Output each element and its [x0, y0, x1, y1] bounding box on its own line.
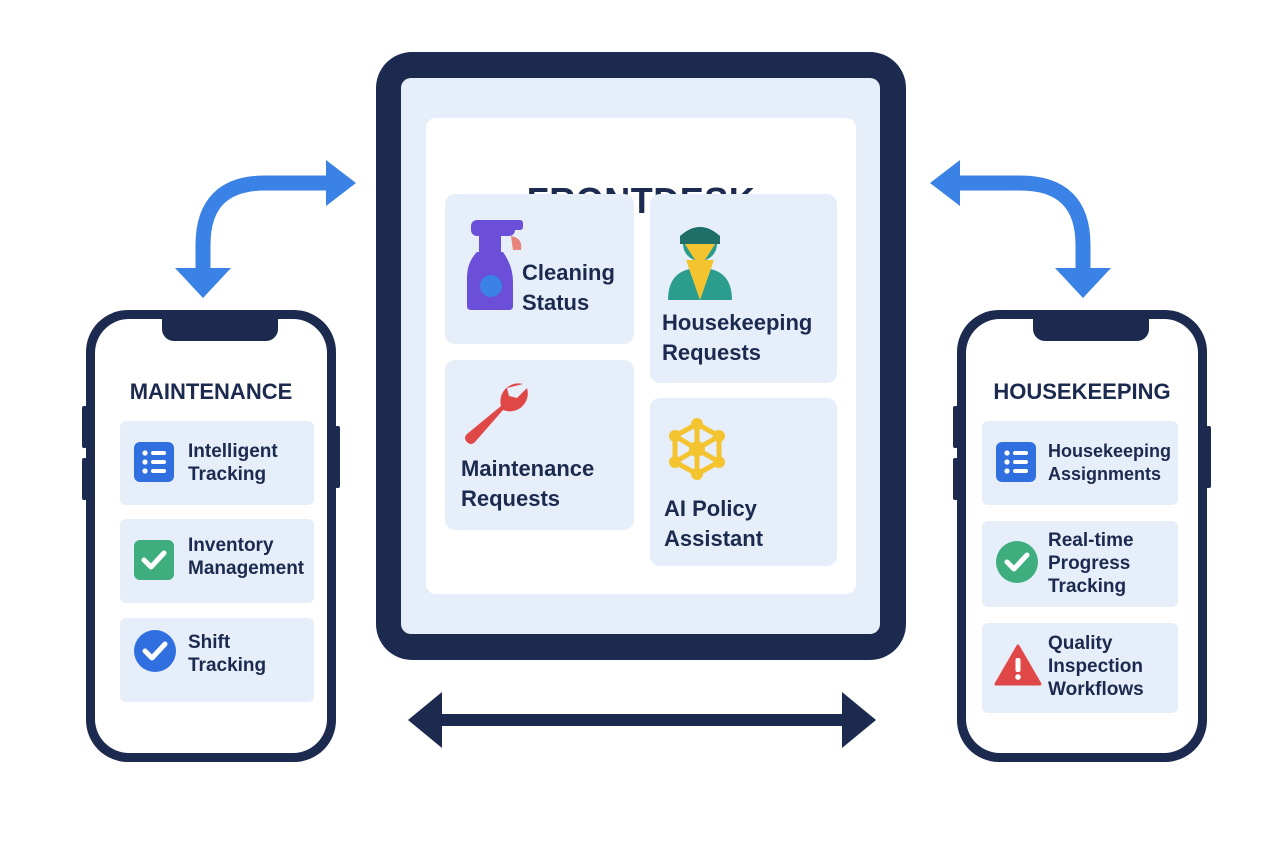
card-label: Real-time Progress Tracking: [1048, 529, 1134, 598]
tile-label: Cleaning Status: [522, 258, 615, 318]
tile-label-line: Cleaning: [522, 260, 615, 285]
card-label-line: Housekeeping: [1048, 441, 1172, 461]
card-shift-tracking[interactable]: Shift Tracking: [120, 618, 314, 702]
housekeeper-icon: [668, 227, 732, 300]
card-label: Housekeeping Assignments: [1048, 440, 1171, 486]
card-label-line: Real-time: [1048, 530, 1134, 551]
frontdesk-tablet: FRONTDESK Cleaning Status: [376, 52, 906, 660]
right-curved-arrow: [930, 160, 1111, 298]
phone-side-button: [953, 406, 958, 448]
card-label-line: Workflows: [1048, 679, 1144, 700]
tile-label-line: Status: [522, 290, 590, 315]
tile-label: AI Policy Assistant: [664, 494, 763, 554]
card-label-line: Tracking: [1048, 576, 1127, 597]
card-inventory-management[interactable]: Inventory Management: [120, 519, 314, 603]
card-label-line: Tracking: [188, 655, 267, 676]
card-label: Intelligent Tracking: [188, 440, 278, 486]
tile-label-line: Housekeeping: [662, 310, 813, 335]
spray-bottle-icon: [467, 220, 523, 310]
left-curved-arrow: [175, 160, 356, 298]
list-icon: [996, 442, 1036, 482]
tile-label-line: AI Policy: [664, 496, 757, 521]
card-label: Shift Tracking: [188, 631, 266, 677]
housekeeping-phone: HOUSEKEEPING Housekeeping Assignments Re…: [953, 310, 1211, 762]
tile-label: Maintenance Requests: [461, 454, 594, 514]
card-label-line: Management: [188, 558, 305, 579]
check-circle-icon: [996, 541, 1038, 583]
warning-icon: [994, 644, 1042, 686]
phone-notch: [162, 319, 278, 341]
card-label-line: Assignments: [1048, 464, 1162, 484]
tile-label: Housekeeping Requests: [662, 308, 812, 368]
card-label-line: Shift: [188, 632, 231, 653]
tile-label-line: Maintenance: [461, 456, 595, 481]
phone-side-button: [953, 458, 958, 500]
phone-side-button: [82, 406, 87, 448]
phone-screen: HOUSEKEEPING Housekeeping Assignments Re…: [966, 319, 1198, 753]
card-label-line: Quality: [1048, 633, 1113, 654]
phone-notch: [1033, 319, 1149, 341]
phone-side-button: [1206, 426, 1211, 488]
frontdesk-panel: FRONTDESK Cleaning Status: [426, 118, 856, 594]
card-label-line: Intelligent: [188, 441, 278, 462]
card-label: Inventory Management: [188, 534, 304, 580]
network-icon: [669, 418, 725, 480]
maintenance-title: MAINTENANCE: [129, 379, 293, 404]
card-real-time-progress-tracking[interactable]: Real-time Progress Tracking: [982, 521, 1178, 607]
tile-ai-policy-assistant[interactable]: AI Policy Assistant: [650, 398, 837, 566]
card-housekeeping-assignments[interactable]: Housekeeping Assignments: [982, 421, 1178, 505]
card-label-line: Inventory: [188, 535, 274, 556]
list-icon: [134, 442, 174, 482]
card-label-line: Progress: [1048, 553, 1131, 574]
wrench-icon: [465, 383, 528, 444]
card-label-line: Tracking: [188, 464, 267, 485]
check-circle-icon: [134, 630, 176, 672]
phone-screen: MAINTENANCE Intelligent Tracking Invento…: [95, 319, 327, 753]
tile-housekeeping-requests[interactable]: Housekeeping Requests: [650, 194, 837, 383]
phone-side-button: [335, 426, 340, 488]
card-intelligent-tracking[interactable]: Intelligent Tracking: [120, 421, 314, 505]
check-square-icon: [134, 540, 174, 580]
bottom-double-arrow: [408, 692, 876, 748]
housekeeping-title: HOUSEKEEPING: [993, 379, 1171, 404]
tablet-screen: FRONTDESK Cleaning Status: [401, 78, 880, 634]
card-label-line: Inspection: [1048, 656, 1144, 677]
tile-cleaning-status[interactable]: Cleaning Status: [445, 194, 634, 344]
maintenance-phone: MAINTENANCE Intelligent Tracking Invento…: [82, 310, 340, 762]
tile-maintenance-requests[interactable]: Maintenance Requests: [445, 360, 634, 530]
card-quality-inspection-workflows[interactable]: Quality Inspection Workflows: [982, 623, 1178, 713]
phone-side-button: [82, 458, 87, 500]
tile-label-line: Requests: [461, 486, 561, 511]
card-label: Quality Inspection Workflows: [1048, 632, 1144, 701]
tile-label-line: Requests: [662, 340, 762, 365]
tile-label-line: Assistant: [664, 526, 764, 551]
